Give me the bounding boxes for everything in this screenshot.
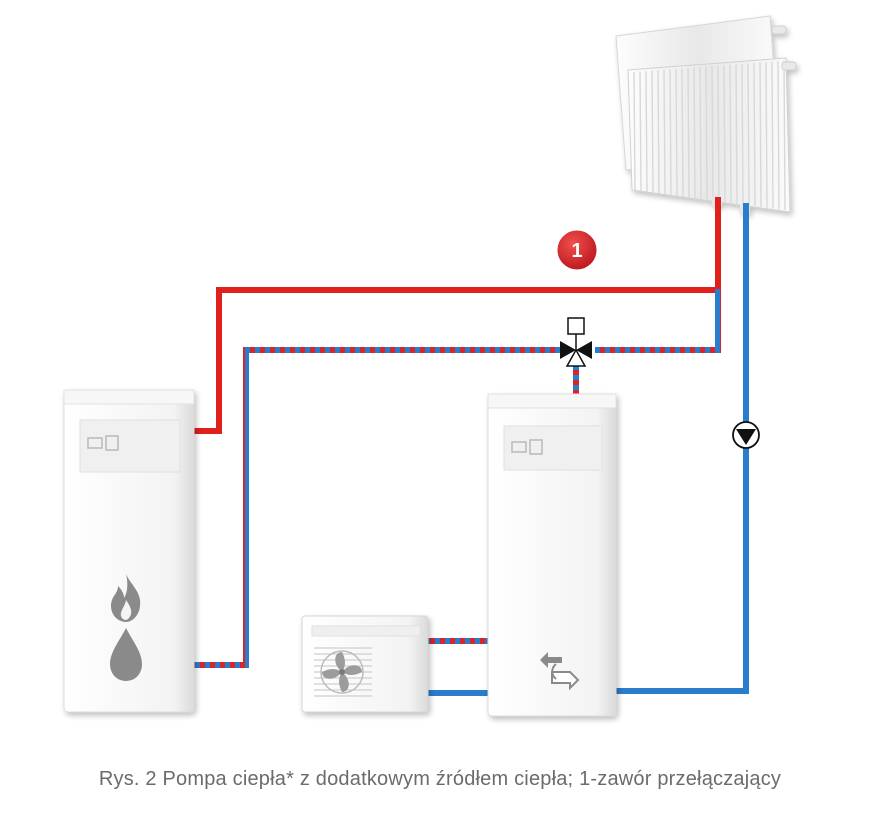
- circulation-pump-icon: [732, 421, 760, 449]
- control-display-icon: [511, 439, 543, 455]
- piping: [189, 197, 749, 696]
- radiator: [615, 15, 797, 214]
- mixed-pipe-boiler: [189, 347, 569, 668]
- hydro-module-unit: [487, 393, 617, 717]
- control-display-icon: [87, 435, 119, 451]
- water-drop-icon: [110, 628, 142, 681]
- fan-icon: [320, 650, 364, 694]
- valve-marker-number: 1: [571, 240, 582, 262]
- three-way-valve-icon: [560, 317, 592, 367]
- valve-marker: 1: [554, 227, 600, 273]
- supply-pipe: [189, 197, 721, 434]
- heat-exchange-arrows-icon: [540, 652, 580, 691]
- figure-caption: Rys. 2 Pompa ciepła* z dodatkowym źródłe…: [98, 768, 782, 790]
- mixed-pipe-tee: [595, 289, 721, 353]
- outdoor-heat-pump-unit: [301, 615, 429, 713]
- return-pipe: [611, 203, 749, 694]
- boiler-unit: [63, 389, 195, 713]
- flame-icon: [111, 574, 141, 622]
